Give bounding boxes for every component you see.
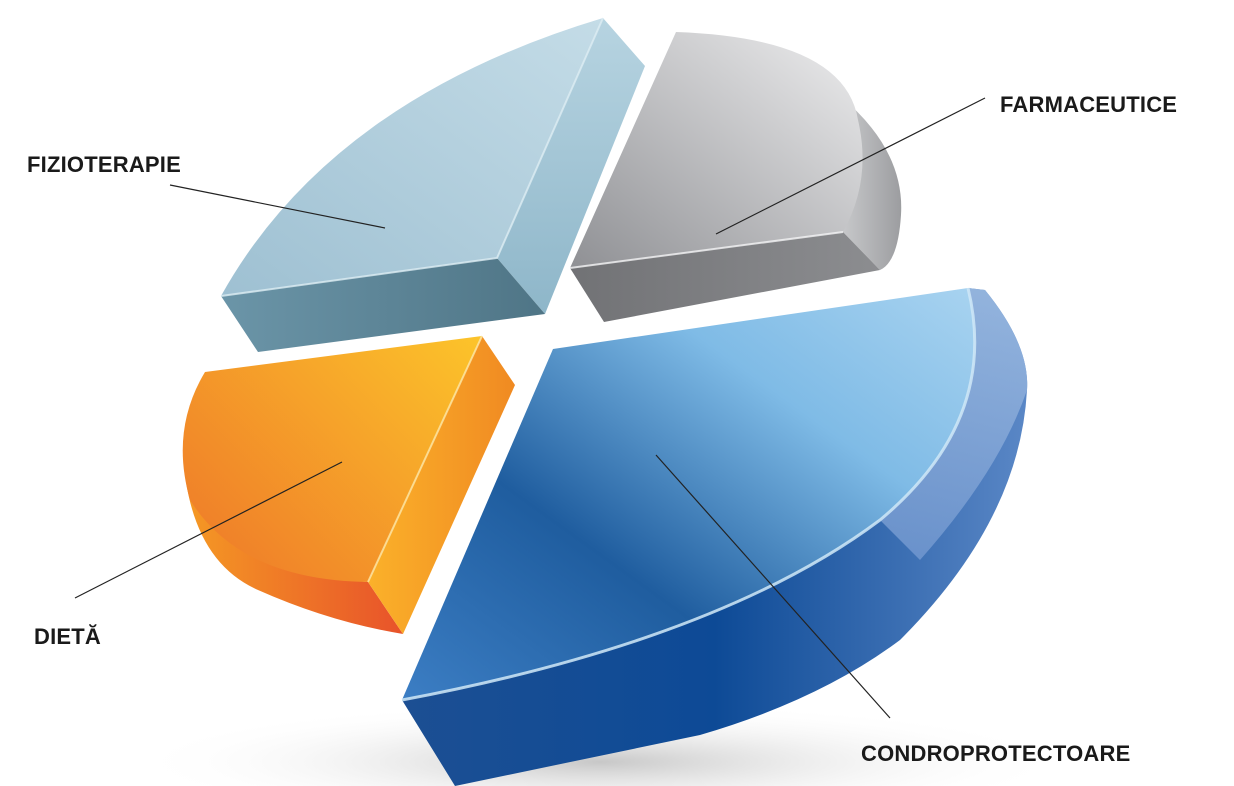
slice-dieta-top xyxy=(182,336,482,582)
slice-fizioterapie-top xyxy=(221,18,603,296)
leader-line-farmaceutice xyxy=(715,97,986,235)
slice-fizioterapie-front xyxy=(221,258,545,352)
slice-dieta xyxy=(182,335,515,634)
leader-line-condroprotectoare xyxy=(655,454,891,719)
leader-line-fizioterapie xyxy=(169,184,386,229)
label-fizioterapie: FIZIOTERAPIE xyxy=(27,152,181,177)
label-farmaceutice: FARMACEUTICE xyxy=(1000,92,1178,117)
slice-fizioterapie xyxy=(220,17,645,352)
slice-condroprotectoare-top xyxy=(402,288,975,700)
slice-farmaceutice-top xyxy=(570,32,863,268)
label-dieta: DIETĂ xyxy=(34,624,101,649)
slice-dieta-arc-side xyxy=(183,455,403,634)
slice-dieta-side xyxy=(368,336,515,634)
slice-condroprotectoare xyxy=(401,287,1028,786)
slice-farmaceutice-front xyxy=(570,232,880,322)
slice-fizioterapie-side xyxy=(497,18,645,314)
label-condroprotectoare: CONDROPROTECTOARE xyxy=(861,741,1131,766)
slice-farmaceutice xyxy=(569,32,902,322)
leader-line-dieta xyxy=(74,461,343,599)
